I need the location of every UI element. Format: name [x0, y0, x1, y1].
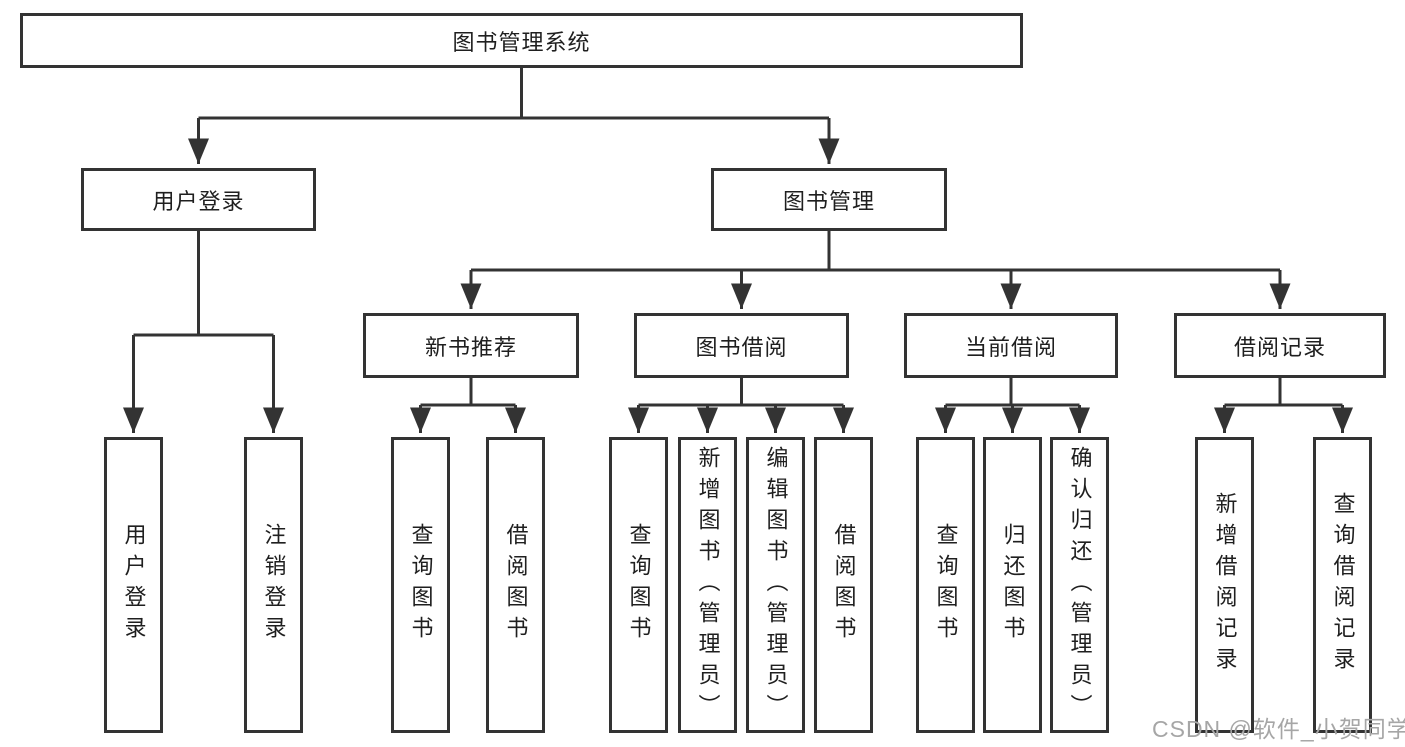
node-book-borrow: 图书借阅: [634, 313, 849, 378]
node-user-login-label: 用户登录: [152, 188, 245, 214]
node-new-book-recommend: 新书推荐: [363, 313, 579, 378]
leaf-borrow-book-label: 借阅图书: [831, 523, 857, 647]
node-current-borrow: 当前借阅: [904, 313, 1118, 378]
leaf-query-books-borrow: 查询图书: [609, 437, 668, 733]
leaf-add-borrow-record: 新增借阅记录: [1195, 437, 1254, 733]
node-new-book-recommend-label: 新书推荐: [424, 334, 517, 360]
leaf-borrow-book-recommend-label: 借阅图书: [503, 523, 529, 647]
leaf-confirm-return-admin-label: 确认归还（管理员）: [1067, 445, 1093, 725]
leaf-borrow-book: 借阅图书: [814, 437, 873, 733]
leaf-confirm-return-admin: 确认归还（管理员）: [1050, 437, 1109, 733]
csdn-watermark: CSDN @软件_小贺同学: [1152, 716, 1405, 742]
leaf-query-borrow-record-label: 查询借阅记录: [1330, 492, 1356, 678]
node-user-login: 用户登录: [81, 168, 316, 231]
leaf-return-book-label: 归还图书: [1000, 523, 1026, 647]
node-current-borrow-label: 当前借阅: [964, 334, 1057, 360]
leaf-user-login: 用户登录: [104, 437, 163, 733]
leaf-query-books-recommend: 查询图书: [391, 437, 450, 733]
leaf-logout-label: 注销登录: [261, 523, 287, 647]
node-book-management: 图书管理: [711, 168, 947, 231]
node-book-management-label: 图书管理: [782, 188, 875, 214]
leaf-query-books-borrow-label: 查询图书: [626, 523, 652, 647]
leaf-edit-book-admin-label: 编辑图书（管理员）: [763, 445, 789, 725]
leaf-query-books-current-label: 查询图书: [933, 523, 959, 647]
leaf-logout: 注销登录: [244, 437, 303, 733]
node-root-label: 图书管理系统: [452, 29, 591, 55]
node-book-borrow-label: 图书借阅: [695, 334, 788, 360]
leaf-user-login-label: 用户登录: [121, 523, 147, 647]
leaf-add-book-admin-label: 新增图书（管理员）: [695, 445, 721, 725]
node-root: 图书管理系统: [20, 13, 1023, 68]
leaf-add-borrow-record-label: 新增借阅记录: [1212, 492, 1238, 678]
node-borrow-records-label: 借阅记录: [1233, 334, 1326, 360]
leaf-borrow-book-recommend: 借阅图书: [486, 437, 545, 733]
leaf-query-borrow-record: 查询借阅记录: [1313, 437, 1372, 733]
leaf-query-books-recommend-label: 查询图书: [408, 523, 434, 647]
leaf-query-books-current: 查询图书: [916, 437, 975, 733]
node-borrow-records: 借阅记录: [1174, 313, 1386, 378]
leaf-edit-book-admin: 编辑图书（管理员）: [746, 437, 805, 733]
leaf-return-book: 归还图书: [983, 437, 1042, 733]
connector-skeleton: [133, 68, 1343, 407]
leaf-add-book-admin: 新增图书（管理员）: [678, 437, 737, 733]
